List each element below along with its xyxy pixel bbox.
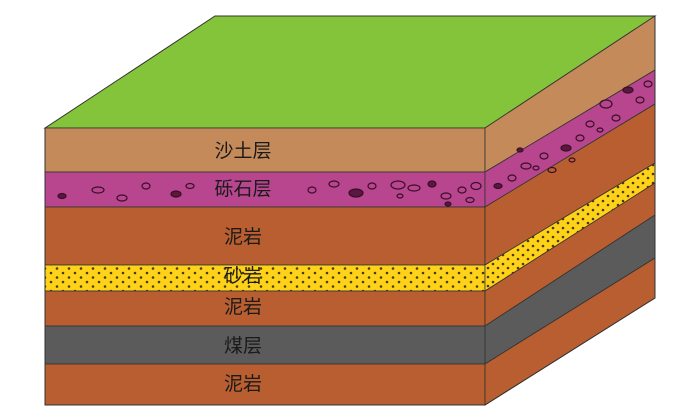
gravel-pebble <box>170 190 182 198</box>
label-gravel: 砾石层 <box>214 178 271 200</box>
label-sandy-soil: 沙土层 <box>214 140 271 162</box>
gravel-pebble <box>307 186 317 194</box>
gravel-pebble <box>457 186 467 194</box>
gravel-pebble <box>390 180 406 190</box>
front-layer-mudstone-1 <box>44 206 486 266</box>
gravel-pebble <box>643 80 653 88</box>
gravel-pebble <box>427 180 437 188</box>
gravel-pebble <box>91 186 105 194</box>
gravel-ovals-side <box>493 80 653 190</box>
gravel-pebble <box>57 192 67 200</box>
front-dots-sandstone <box>45 265 485 291</box>
gravel-pebble <box>116 194 128 202</box>
gravel-pebble <box>547 166 557 174</box>
front-layer-sandy-soil <box>44 127 486 173</box>
front-layer-mudstone-3 <box>44 363 486 406</box>
gravel-pebble <box>611 114 621 122</box>
label-mudstone-1: 泥岩 <box>224 226 262 248</box>
label-mudstone-3: 泥岩 <box>224 373 262 395</box>
front-layer-coal <box>44 325 486 365</box>
side-dots-sandstone <box>485 163 655 291</box>
gravel-pebble <box>185 182 195 190</box>
gravel-pebble <box>635 96 645 104</box>
gravel-pebble <box>470 181 482 191</box>
gravel-pebble <box>520 162 532 170</box>
gravel-pebble <box>440 192 452 200</box>
gravel-pebble <box>532 165 540 171</box>
gravel-pebble <box>585 120 595 128</box>
gravel-pebble <box>622 86 634 94</box>
label-sandstone: 砂岩 <box>224 265 262 287</box>
block-outline <box>44 16 656 406</box>
gravel-pebble <box>444 201 452 207</box>
gravel-pebble <box>560 144 572 152</box>
gravel-pebble <box>599 99 613 109</box>
gravel-ovals-front <box>57 180 482 207</box>
gravel-pebble <box>328 180 340 188</box>
label-mudstone-2: 泥岩 <box>224 296 262 318</box>
gravel-pebble <box>539 152 549 160</box>
gravel-pebble <box>348 188 364 198</box>
gravel-pebble <box>516 147 524 153</box>
gravel-pebble <box>575 134 585 142</box>
gravel-pebble <box>396 193 404 199</box>
gravel-pebble <box>141 182 151 190</box>
gravel-pebble <box>596 127 604 133</box>
gravel-pebble <box>568 157 576 163</box>
gravel-pebble <box>493 182 503 190</box>
gravel-pebble <box>507 174 517 182</box>
gravel-pebble <box>465 196 475 204</box>
gravel-pebble <box>407 184 421 192</box>
front-layer-mudstone-2 <box>44 290 486 327</box>
label-coal: 煤层 <box>224 335 262 357</box>
gravel-pebble <box>367 182 377 190</box>
